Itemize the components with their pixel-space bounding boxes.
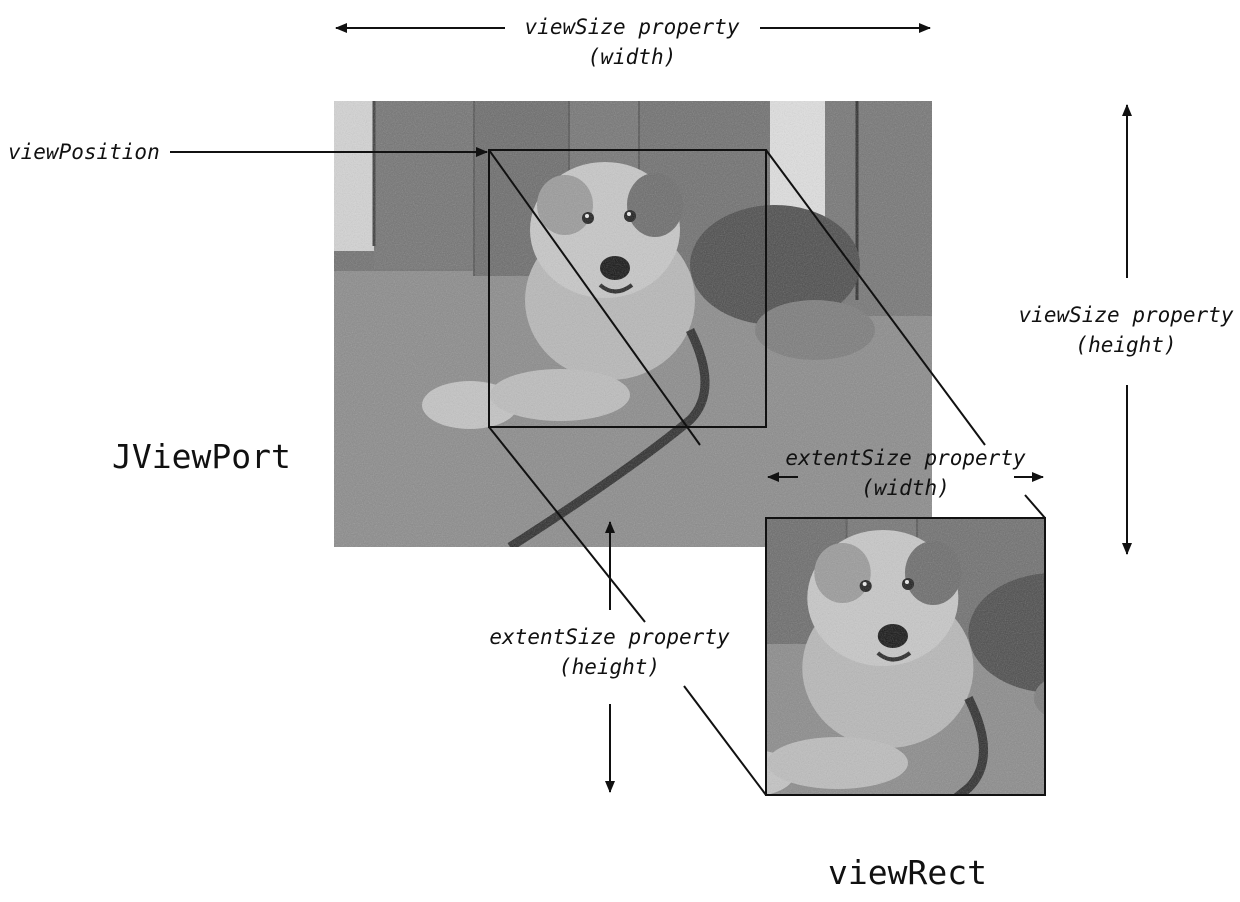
extent-size-width-label-line1: extentSize property bbox=[785, 446, 1026, 470]
view-position-label: viewPosition bbox=[8, 140, 160, 164]
jviewport-label: JViewPort bbox=[112, 437, 291, 476]
projection-line-bottom-left-lower bbox=[683, 685, 767, 796]
extent-size-height-label-line1: extentSize property bbox=[489, 625, 730, 649]
projection-line-top-left bbox=[488, 149, 701, 446]
projection-line-top-right-lower bbox=[1024, 494, 1046, 519]
view-rect-outline bbox=[488, 149, 767, 428]
view-size-width-label: viewSize property (width) bbox=[512, 12, 752, 72]
view-size-height-label-line1: viewSize property bbox=[1018, 303, 1234, 327]
extent-size-height-label: extentSize property (height) bbox=[482, 622, 737, 682]
extent-size-width-label-line2: (width) bbox=[861, 476, 950, 500]
view-size-width-label-line2: (width) bbox=[587, 45, 677, 69]
view-size-height-label: viewSize property (height) bbox=[1010, 300, 1240, 360]
extent-size-height-label-line2: (height) bbox=[558, 655, 661, 679]
view-size-width-label-line1: viewSize property bbox=[524, 15, 740, 39]
view-rect-label: viewRect bbox=[828, 853, 987, 892]
view-rect-frame bbox=[765, 517, 1046, 796]
projection-line-bottom-left bbox=[488, 426, 646, 623]
projection-line-top-right bbox=[765, 149, 986, 446]
view-size-height-label-line2: (height) bbox=[1075, 333, 1177, 357]
extent-size-width-label: extentSize property (width) bbox=[778, 443, 1033, 503]
